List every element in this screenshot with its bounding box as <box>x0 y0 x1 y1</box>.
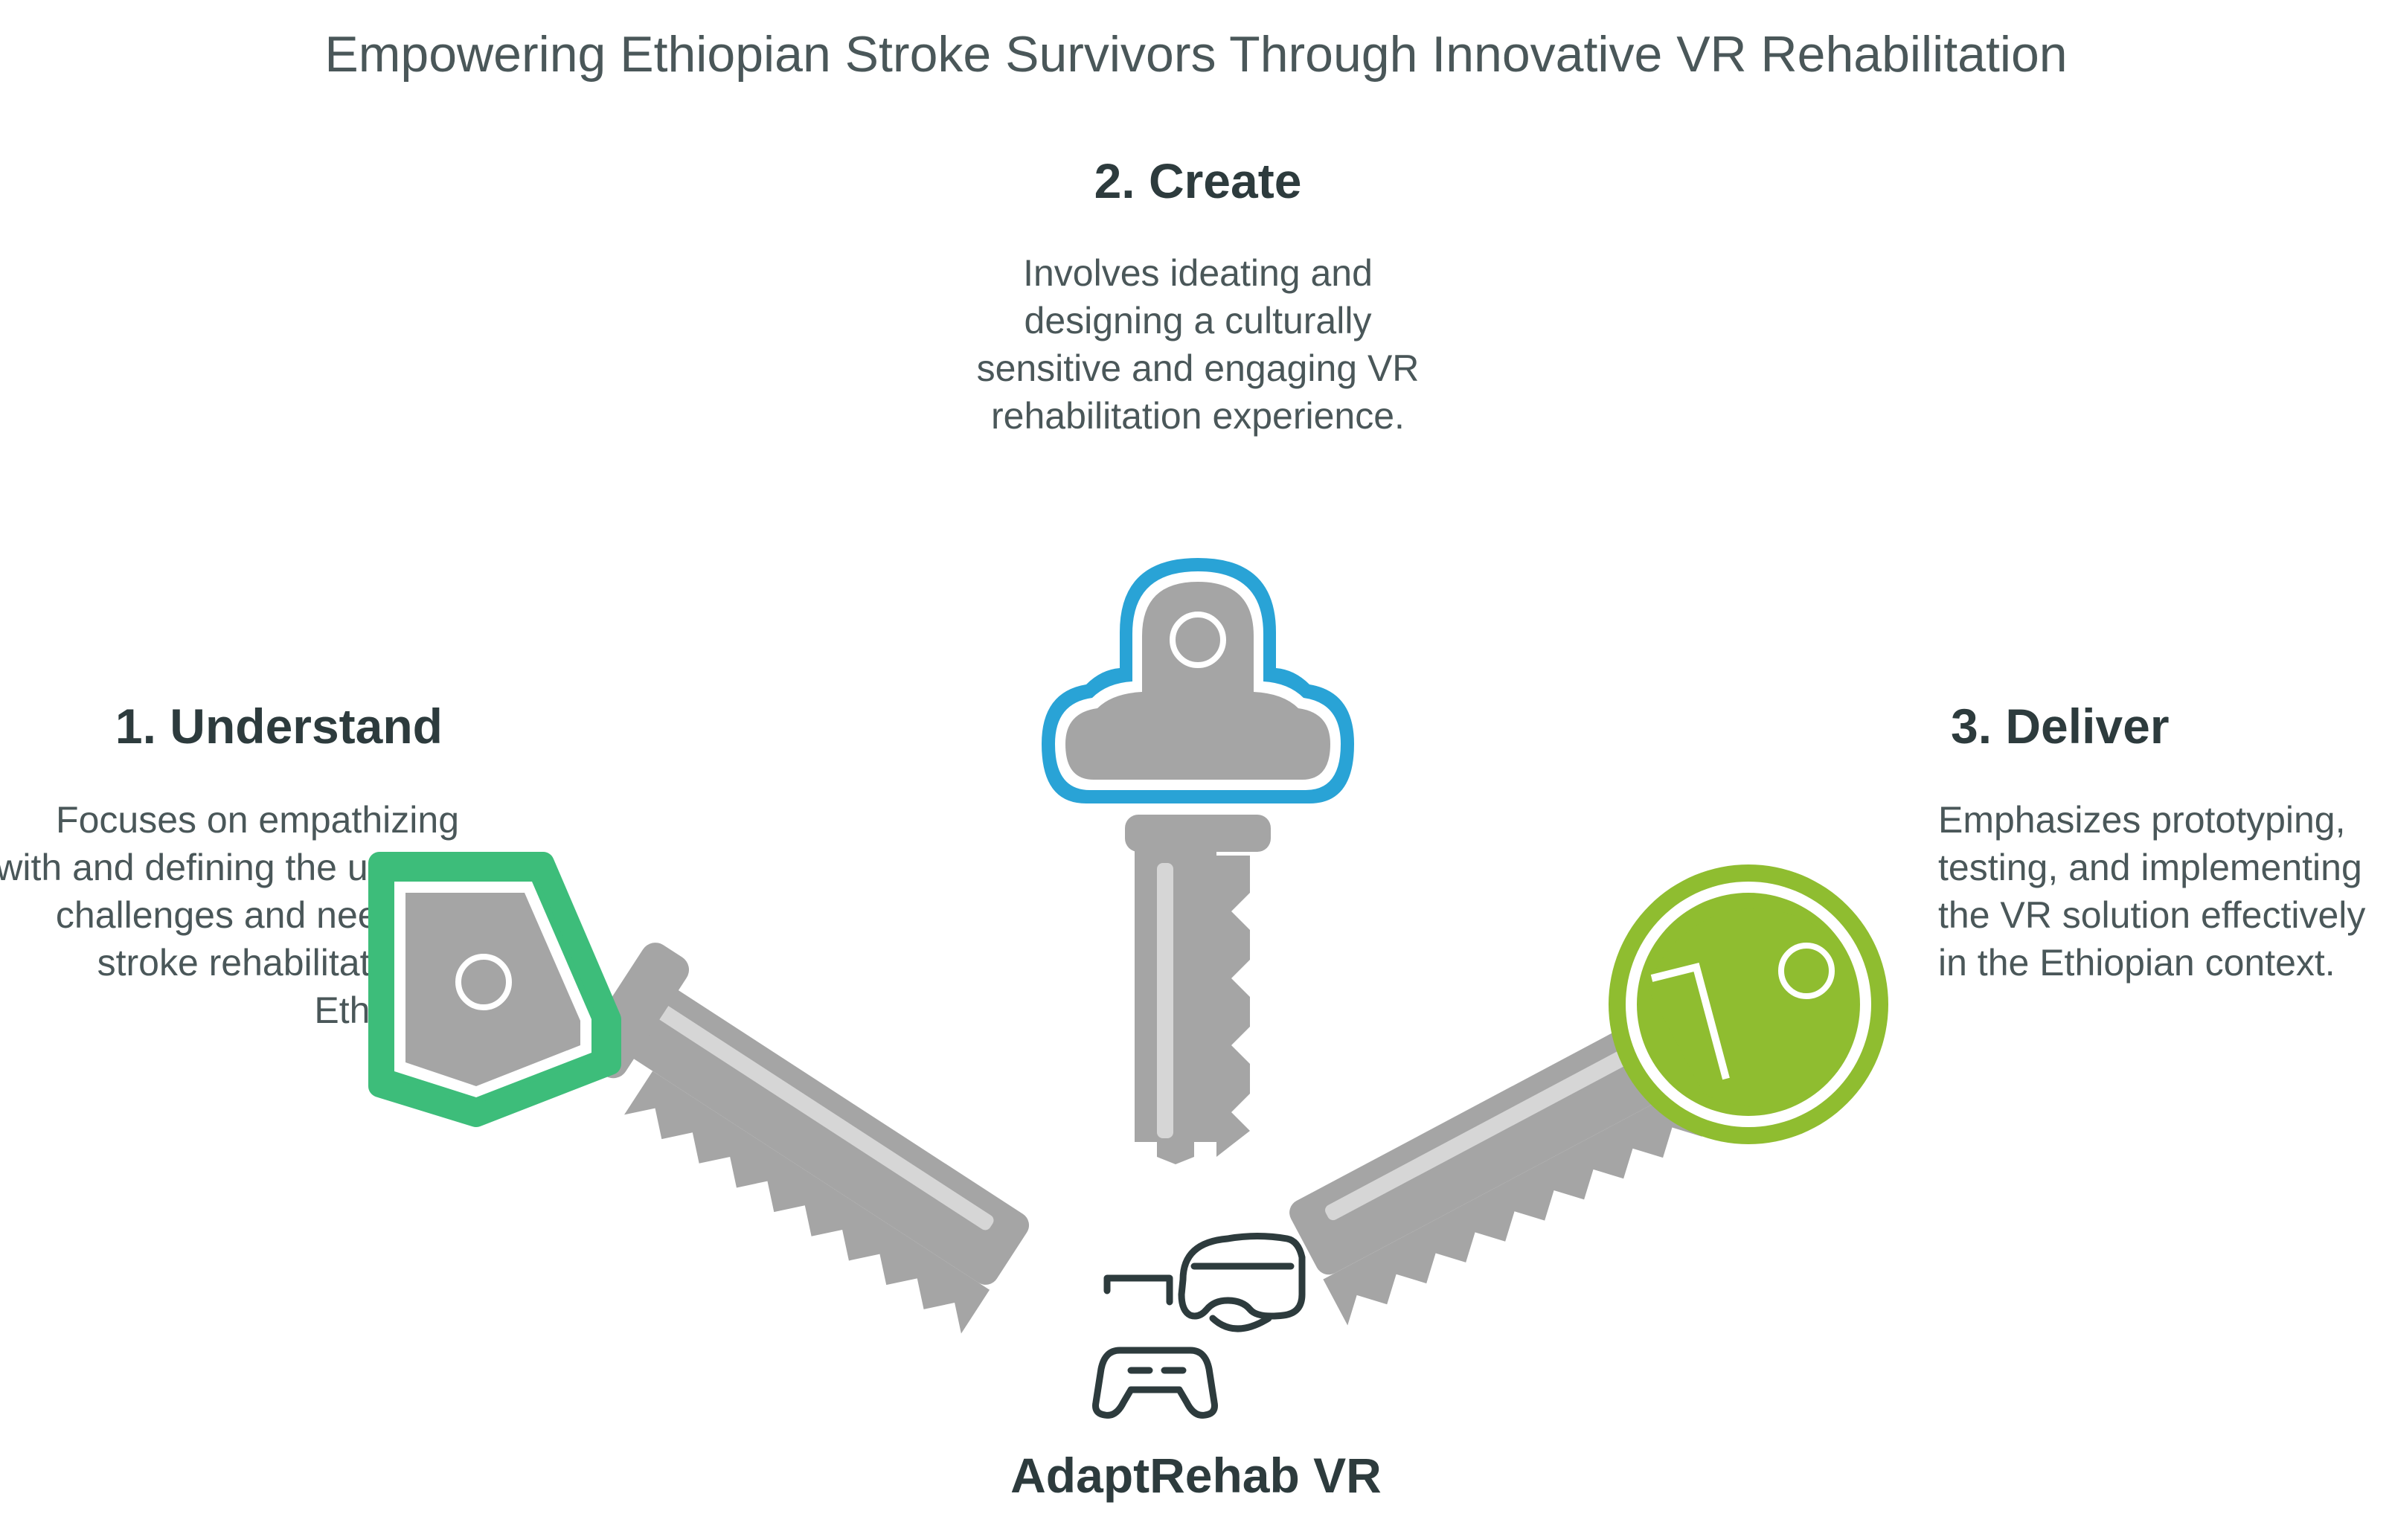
key-create <box>1042 558 1354 1164</box>
step-deliver-heading: 3. Deliver <box>1951 699 2170 754</box>
product-name-label: AdaptRehab VR <box>1010 1448 1382 1503</box>
step-create-heading: 2. Create <box>1094 153 1302 208</box>
key-create-shaft <box>1135 844 1216 1142</box>
step-create-description: Involves ideating and designing a cultur… <box>976 252 1420 437</box>
vr-headset-icon <box>1178 1233 1306 1332</box>
key-deliver-head <box>1609 864 1888 1144</box>
key-create-hole <box>1170 612 1226 668</box>
step-understand-heading: 1. Understand <box>115 699 443 754</box>
connector-icon <box>1103 1274 1173 1306</box>
key-deliver-teeth <box>1323 1091 1703 1326</box>
key-create-teeth <box>1216 856 1250 1157</box>
key-understand-hole <box>455 954 512 1010</box>
key-understand <box>368 852 1030 1334</box>
diagram-title: Empowering Ethiopian Stroke Survivors Th… <box>324 26 2068 83</box>
key-understand-teeth <box>624 1071 990 1334</box>
game-controller-icon <box>1092 1347 1218 1419</box>
key-deliver-hole <box>1778 943 1835 999</box>
step-deliver-description: Emphasizes prototyping, testing, and imp… <box>1938 799 2366 984</box>
key-create-collar <box>1125 815 1271 852</box>
